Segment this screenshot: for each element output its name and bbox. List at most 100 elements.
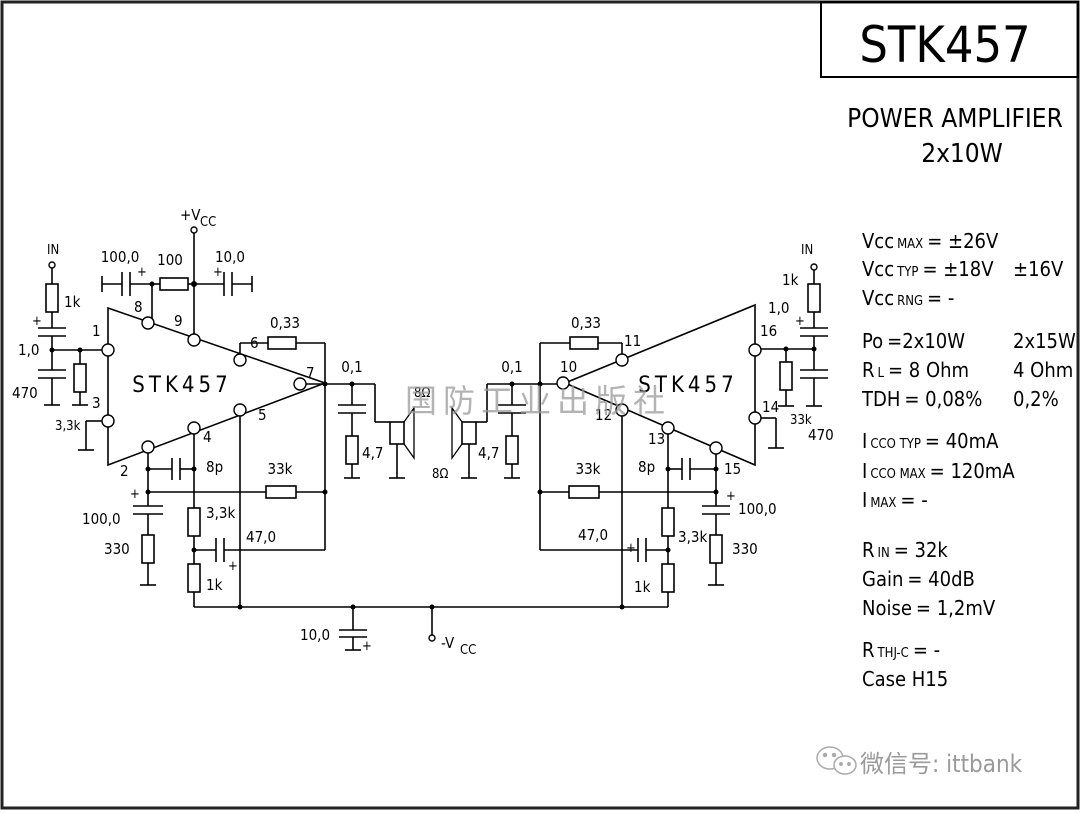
pin-7 <box>293 377 307 391</box>
svg-text:1k: 1k <box>634 578 651 596</box>
spec-alt-value: 4 Ohm <box>1013 358 1073 382</box>
spec-alt-value: 0,2% <box>1013 387 1059 411</box>
svg-text:330: 330 <box>104 540 130 558</box>
pin-9 <box>187 333 201 347</box>
svg-text:+: + <box>32 314 42 329</box>
right-ic-label: STK457 <box>638 373 737 398</box>
right-input-resistor <box>807 283 821 313</box>
spec-row: Noise= 1,2mV <box>862 596 996 620</box>
spec-row: TDH= 0,08%0,2% <box>861 387 1059 411</box>
spec-value: = 32k <box>894 538 949 562</box>
title-box <box>820 1 1079 78</box>
svg-text:15: 15 <box>724 460 741 478</box>
spec-sub: MAX <box>870 496 896 511</box>
svg-text:+: + <box>213 265 223 280</box>
svg-text:4: 4 <box>203 428 212 446</box>
svg-text:+: + <box>362 639 372 654</box>
svg-text:1,0: 1,0 <box>18 341 39 359</box>
left-emitter-resistor <box>267 336 297 350</box>
bootstrap-resistor <box>159 277 189 291</box>
svg-text:9: 9 <box>174 312 183 330</box>
svg-text:4,7: 4,7 <box>478 444 499 462</box>
spec-value: = - <box>913 638 940 662</box>
svg-text:0,33: 0,33 <box>270 314 300 332</box>
svg-text:3,3k: 3,3k <box>55 419 81 434</box>
svg-text:+: + <box>228 559 238 574</box>
left-input-terminal[interactable] <box>48 261 56 269</box>
svg-text:1,0: 1,0 <box>768 299 789 317</box>
left-ic-label: STK457 <box>132 373 231 398</box>
spec-value: = ±26V <box>927 229 999 253</box>
publisher-watermark: 国防工业出版社 <box>405 382 671 420</box>
svg-text:33k: 33k <box>576 460 601 478</box>
spec-label: Case H15 <box>862 667 948 691</box>
pin-2 <box>141 440 155 454</box>
svg-text:-V: -V <box>441 634 455 652</box>
svg-text:1k: 1k <box>206 576 223 594</box>
right-feedback-resistor <box>568 485 600 499</box>
pin-16 <box>748 343 762 357</box>
spec-value: = - <box>927 286 954 310</box>
pin-4 <box>187 421 201 435</box>
svg-text:0,1: 0,1 <box>341 358 362 376</box>
pin-3 <box>101 414 115 428</box>
spec-value: = 40dB <box>907 567 974 591</box>
svg-text:100,0: 100,0 <box>82 510 121 528</box>
pin-14 <box>748 411 762 425</box>
left-speaker <box>389 421 405 445</box>
svg-text:100,0: 100,0 <box>738 500 777 518</box>
right-bias-resistor <box>779 361 793 391</box>
spec-sub: RNG <box>897 294 923 309</box>
svg-text:3: 3 <box>92 394 101 412</box>
spec-label: Gain= 40dB <box>862 567 975 591</box>
svg-text:1k: 1k <box>782 271 799 289</box>
svg-text:3,3k: 3,3k <box>678 528 707 546</box>
left-divider-lower-resistor <box>187 563 201 593</box>
wechat-footer: 微信号: ittbank <box>816 746 1023 778</box>
spec-value: = - <box>900 488 927 512</box>
svg-text:470: 470 <box>808 426 834 444</box>
svg-text:11: 11 <box>624 332 641 350</box>
svg-text:+: + <box>726 489 736 504</box>
svg-text:8Ω: 8Ω <box>432 467 448 482</box>
right-input-terminal[interactable] <box>810 263 818 271</box>
right-divider-upper-resistor <box>661 507 675 537</box>
svg-text:CC: CC <box>460 643 476 658</box>
spec-value: = ±18V <box>922 257 994 281</box>
vcc-pos-label: +V <box>180 206 201 224</box>
wechat-id: 微信号: ittbank <box>860 750 1023 778</box>
spec-value: = 8 Ohm <box>888 358 969 382</box>
wechat-icon <box>816 746 857 775</box>
vcc-pos-sub: CC <box>200 215 216 230</box>
svg-text:8Ω: 8Ω <box>414 386 430 401</box>
left-input-resistor <box>45 283 59 313</box>
svg-text:0,1: 0,1 <box>501 358 522 376</box>
left-channel: STK457 +V CC 100 + 100,0 + 10,0 1 3 <box>12 206 430 607</box>
negative-rail: + 10,0 -V CC <box>194 604 668 658</box>
svg-text:47,0: 47,0 <box>246 528 276 546</box>
spec-sub: MAX <box>897 237 923 252</box>
supply-decoupling-cap-value: 10,0 <box>215 248 245 266</box>
spec-label: Po=2x10W <box>862 329 965 353</box>
spec-sub: CCO MAX <box>870 467 925 482</box>
pin-11 <box>615 353 629 367</box>
pin-8 <box>141 316 155 330</box>
right-input-label: IN <box>801 243 813 258</box>
spec-value: = 1,2mV <box>916 596 996 620</box>
svg-text:4,7: 4,7 <box>362 444 383 462</box>
pin-10 <box>556 376 570 390</box>
svg-text:10: 10 <box>560 358 577 376</box>
svg-text:8p: 8p <box>638 458 655 476</box>
svg-text:3,3k: 3,3k <box>206 504 235 522</box>
svg-text:+: + <box>795 314 805 329</box>
svg-text:33k: 33k <box>268 460 293 478</box>
right-zobel-resistor <box>505 435 519 465</box>
svg-text:13: 13 <box>648 430 665 448</box>
